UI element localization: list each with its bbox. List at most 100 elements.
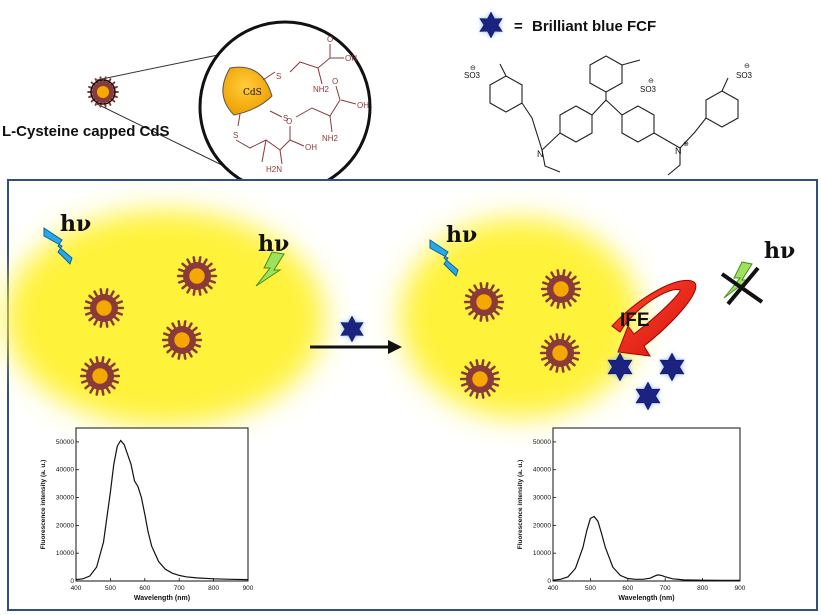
legend-equals: = [514,18,523,35]
benzyl-ring-left [489,75,523,113]
light-bolt-blue-right [429,239,459,277]
nanoparticle-4 [79,356,121,396]
nanoparticle-2 [176,256,218,296]
x-tick-label: 600 [139,585,150,592]
y-tick-label: 20000 [533,522,551,529]
y-tick-label: 30000 [533,495,551,502]
arrow-star-shape [340,315,364,343]
x-tick-label: 900 [243,585,254,592]
nanoparticle-6 [540,269,582,309]
ligand-s-2: S [283,114,288,123]
ligand-oh-1: OH [345,54,357,63]
ligand-oh-3: OH [305,143,317,152]
series-line-1 [75,439,249,581]
nanoparticle-8 [459,359,501,399]
x-axis-label: Wavelength (nm) [134,595,190,602]
ligand-o-1: O [327,35,333,44]
cds-core-label: CdS [243,88,262,98]
ligand-oh-2: OH [357,101,369,110]
dye-so3-a: SO3 [464,71,481,80]
light-bolt-green-left [255,251,285,287]
y-tick-label: 10000 [56,550,74,557]
x-tick-label: 500 [105,585,116,592]
y-tick-label: 50000 [56,439,74,446]
dye-minus-b: ⊖ [648,78,654,85]
zoom-line-bottom [96,103,229,169]
dye-star-3 [635,381,661,411]
reaction-dye-star-icon [340,315,364,343]
nanoparticle-small-shape [87,76,119,108]
y-axis-label: Fluorescence intensity (a. u.) [40,460,47,550]
y-axis-label: Fluorescence intensity (a. u.) [517,460,524,550]
hv-label-left-blue: hν [60,211,91,237]
ligand-o-3: O [286,117,292,126]
hv-label-left-green: hν [258,231,289,257]
benzene-ring-top [589,55,623,93]
benzyl-ring-right [705,90,739,128]
series-line-1 [552,515,740,581]
nanoparticle-cluster [79,256,582,399]
ife-arrow [611,279,697,357]
dye-star-icon [479,11,503,39]
y-tick-label: 40000 [56,467,74,474]
nanoparticle-1 [83,288,125,328]
nanoparticle-label: L-Cysteine capped CdS [2,123,170,140]
x-tick-label: 900 [735,585,746,592]
y-tick-label: 40000 [533,467,551,474]
x-tick-label: 800 [697,585,708,592]
emission-glow-right [400,218,640,418]
hv-label-right-blue: hν [446,222,477,248]
x-tick-label: 500 [585,585,596,592]
dye-legend: = Brilliant blue FCF [479,11,656,39]
ligand-s-3: S [233,131,238,140]
nanoparticle-small [87,76,119,108]
y-tick-label: 0 [70,578,74,585]
dye-minus-c: ⊖ [744,63,750,70]
ligand-o-2: O [332,77,338,86]
y-tick-label: 0 [547,578,551,585]
cds-core-shape [222,66,273,116]
x-tick-label: 800 [208,585,219,592]
dye-n-right: N [675,146,682,156]
x-axis-label: Wavelength (nm) [618,595,674,602]
dye-so3-c: SO3 [736,71,753,80]
emission-glow-left [5,210,325,426]
dye-molecules [607,352,685,411]
y-tick-label: 50000 [533,439,551,446]
x-tick-label: 700 [660,585,671,592]
zoom-circle-large [198,20,372,194]
dye-plus: ⊕ [683,141,689,148]
dye-star-1 [607,352,633,382]
ligand-s-1: S [276,72,281,81]
zoom-line-top [96,54,219,81]
nanoparticle-zoom: CdS S S S OH OH O [2,20,372,194]
legend-star-shape [479,11,503,39]
x-tick-label: 600 [622,585,633,592]
nanoparticle-3 [161,320,203,360]
brilliant-blue-structure [489,55,739,176]
ife-label: IFE [620,310,650,331]
legend-dye-name: Brilliant blue FCF [532,18,656,35]
chart-frame [552,427,741,582]
dye-star-2 [659,352,685,382]
y-tick-label: 10000 [533,550,551,557]
light-bolt-blue-left [43,227,73,265]
hv-label-right-green: hν [764,238,795,264]
dye-n-left: N [537,149,544,159]
zoom-circle-small [90,79,116,105]
nanoparticle-7 [539,333,581,373]
light-bolt-green-right [723,261,753,299]
cysteine-ligands [235,44,357,165]
y-tick-label: 20000 [56,522,74,529]
dye-so3-b: SO3 [640,85,657,94]
quinoid-ring [621,105,655,143]
x-tick-label: 700 [174,585,185,592]
ligand-h2n: H2N [266,165,282,174]
ligand-nh2-1: NH2 [313,85,330,94]
ligand-nh2-2: NH2 [322,134,339,143]
x-tick-label: 400 [71,585,82,592]
